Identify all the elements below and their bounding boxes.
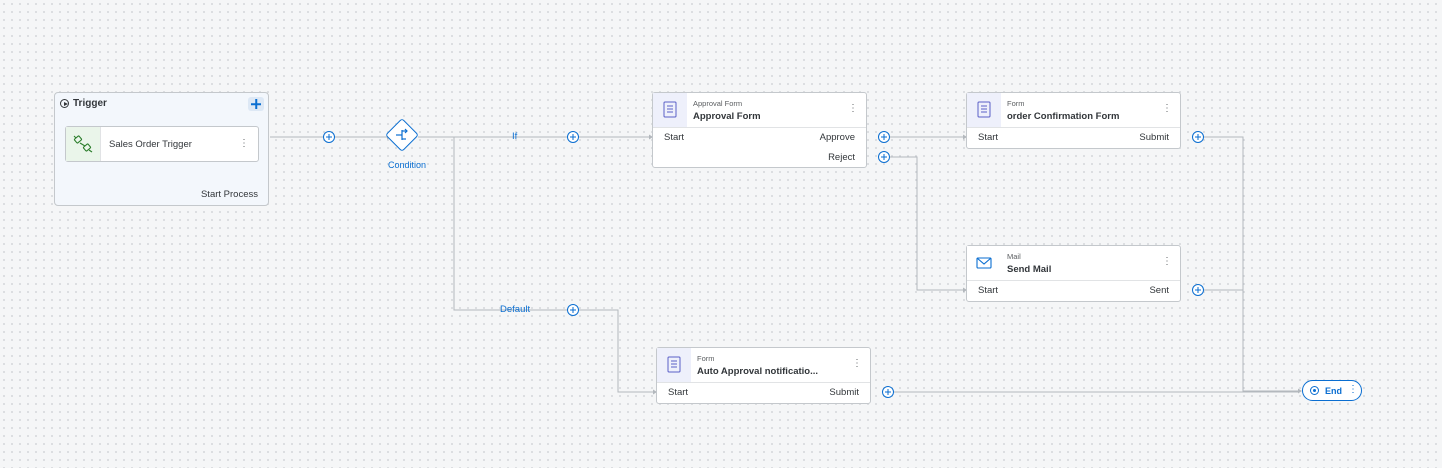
if-branch-label: If (512, 131, 518, 142)
output-port-approve[interactable]: Approve (819, 132, 855, 143)
form-document-icon (667, 356, 681, 373)
condition-label: Condition (388, 160, 427, 170)
form-document-icon (663, 101, 677, 118)
step-menu-icon[interactable]: ⋮ (848, 103, 858, 114)
trigger-item-menu-icon[interactable]: ⋮ (239, 138, 249, 149)
end-node[interactable]: End ⋮ (1302, 380, 1362, 401)
stop-circle-icon (1310, 386, 1319, 395)
step-type-label: Approval Form (693, 99, 743, 108)
step-menu-icon[interactable]: ⋮ (1162, 103, 1172, 114)
add-step-reject-button[interactable] (878, 151, 890, 163)
approval-form-step[interactable]: Approval Form Approval Form ⋮ Start Appr… (652, 92, 867, 168)
add-step-default-branch-button[interactable] (567, 304, 579, 316)
arrow-into-end (1298, 388, 1302, 394)
wire-confirm-end (1204, 136, 1299, 392)
form-document-icon (977, 101, 991, 118)
step-title: Auto Approval notificatio... (697, 366, 819, 377)
arrow-into-confirm (963, 134, 967, 140)
step-title: order Confirmation Form (1007, 111, 1120, 122)
auto-approval-step[interactable]: Form Auto Approval notificatio... ⋮ Star… (656, 347, 871, 404)
branch-split-icon (396, 128, 408, 140)
wire-reject-mail (890, 156, 963, 291)
mail-icon-box (967, 246, 1001, 280)
add-step-after-mail-button[interactable] (1192, 284, 1204, 296)
start-process-label: Start Process (200, 189, 258, 200)
trigger-type-icon-box (66, 127, 101, 161)
add-trigger-button[interactable] (248, 97, 264, 111)
end-label: End (1325, 386, 1342, 396)
trigger-title: Trigger (73, 98, 107, 109)
output-port-sent[interactable]: Sent (1149, 285, 1169, 296)
confirmation-form-step[interactable]: Form order Confirmation Form ⋮ Start Sub… (966, 92, 1181, 149)
wire-default-auto (453, 137, 653, 393)
step-menu-icon[interactable]: ⋮ (1162, 256, 1172, 267)
step-type-label: Mail (1007, 252, 1021, 261)
trigger-group[interactable]: Trigger Sales Order Trigger ⋮ Start Proc… (54, 92, 269, 206)
arrow-into-mail (963, 287, 967, 293)
arrow-into-auto (653, 389, 657, 395)
step-menu-icon[interactable]: ⋮ (852, 358, 862, 369)
form-icon-box (657, 348, 691, 382)
add-step-after-auto-button[interactable] (882, 386, 894, 398)
step-type-label: Form (1007, 99, 1025, 108)
step-title: Send Mail (1007, 264, 1052, 275)
form-icon-box (967, 93, 1001, 127)
card-header: Approval Form Approval Form ⋮ (653, 93, 866, 128)
default-branch-label: Default (500, 304, 531, 315)
form-icon-box (653, 93, 687, 127)
output-port-reject[interactable]: Reject (828, 152, 855, 163)
input-port-start: Start (978, 285, 999, 296)
card-header: Form order Confirmation Form ⋮ (967, 93, 1180, 128)
input-port-start: Start (668, 387, 689, 398)
trigger-item-label: Sales Order Trigger (109, 139, 192, 150)
step-title: Approval Form (693, 111, 761, 122)
step-type-label: Form (697, 354, 715, 363)
send-mail-step[interactable]: Mail Send Mail ⋮ Start Sent (966, 245, 1181, 302)
output-port-submit[interactable]: Submit (1139, 132, 1169, 143)
add-step-if-branch-button[interactable] (567, 131, 579, 143)
end-menu-icon[interactable]: ⋮ (1348, 384, 1358, 395)
add-step-after-confirm-button[interactable] (1192, 131, 1204, 143)
card-header: Mail Send Mail ⋮ (967, 246, 1180, 281)
arrow-into-approval (649, 134, 653, 140)
input-port-start: Start (664, 132, 685, 143)
output-port-submit[interactable]: Submit (829, 387, 859, 398)
add-step-approve-button[interactable] (878, 131, 890, 143)
play-circle-icon (60, 99, 69, 108)
connection-plug-icon (73, 135, 93, 153)
add-step-after-trigger-button[interactable] (323, 131, 335, 143)
input-port-start: Start (978, 132, 999, 143)
card-header: Form Auto Approval notificatio... ⋮ (657, 348, 870, 383)
sales-order-trigger-card[interactable]: Sales Order Trigger ⋮ (65, 126, 259, 162)
envelope-icon (976, 257, 992, 269)
